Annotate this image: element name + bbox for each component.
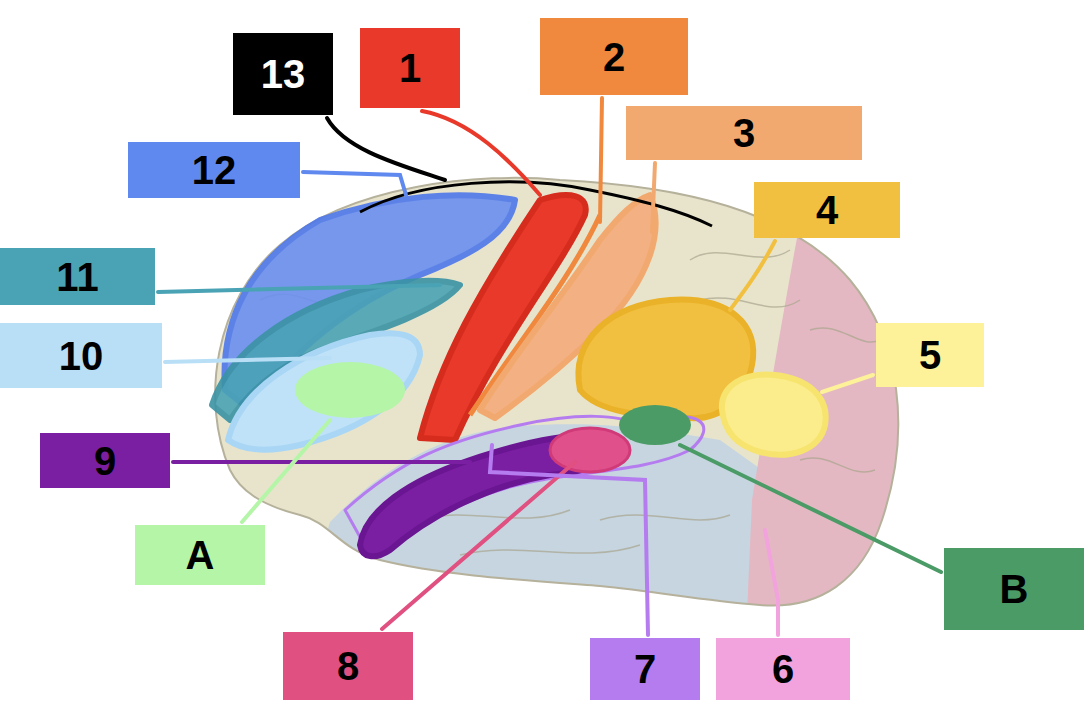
callout-box: 12: [128, 142, 300, 198]
callout-number: 1: [399, 48, 421, 88]
callout-number: 2: [603, 37, 625, 77]
callout-number: 12: [192, 150, 237, 190]
callout-number: 8: [337, 646, 359, 686]
callout-box: 7: [590, 638, 700, 700]
callout-number: A: [186, 535, 215, 575]
callout-number: 6: [772, 649, 794, 689]
callout-number: 11: [56, 257, 98, 297]
callout-number: B: [1000, 569, 1029, 609]
callout-box: 6: [716, 638, 850, 700]
callout-number: 3: [733, 113, 755, 153]
callout-number: 4: [816, 190, 838, 230]
callout-box: 2: [540, 18, 688, 95]
callout-box: 1: [360, 28, 460, 108]
callout-box: 11: [0, 248, 155, 305]
callout-number: 10: [59, 336, 104, 376]
callout-number: 13: [261, 54, 306, 94]
callout-box: B: [944, 548, 1084, 630]
callout-box: A: [135, 525, 265, 585]
callout-box: 10: [0, 323, 162, 388]
callout-number: 9: [94, 441, 116, 481]
callout-box: 5: [876, 323, 984, 387]
callout-box: 3: [626, 106, 862, 160]
brain-regions: [212, 182, 826, 556]
callout-number: 7: [634, 649, 656, 689]
callout-box: 8: [283, 632, 413, 700]
callout-box: 13: [233, 33, 333, 115]
callout-box: 4: [754, 182, 900, 238]
brain-lobes: [215, 178, 960, 660]
callout-number: 5: [919, 335, 941, 375]
callout-box: 9: [40, 433, 170, 488]
